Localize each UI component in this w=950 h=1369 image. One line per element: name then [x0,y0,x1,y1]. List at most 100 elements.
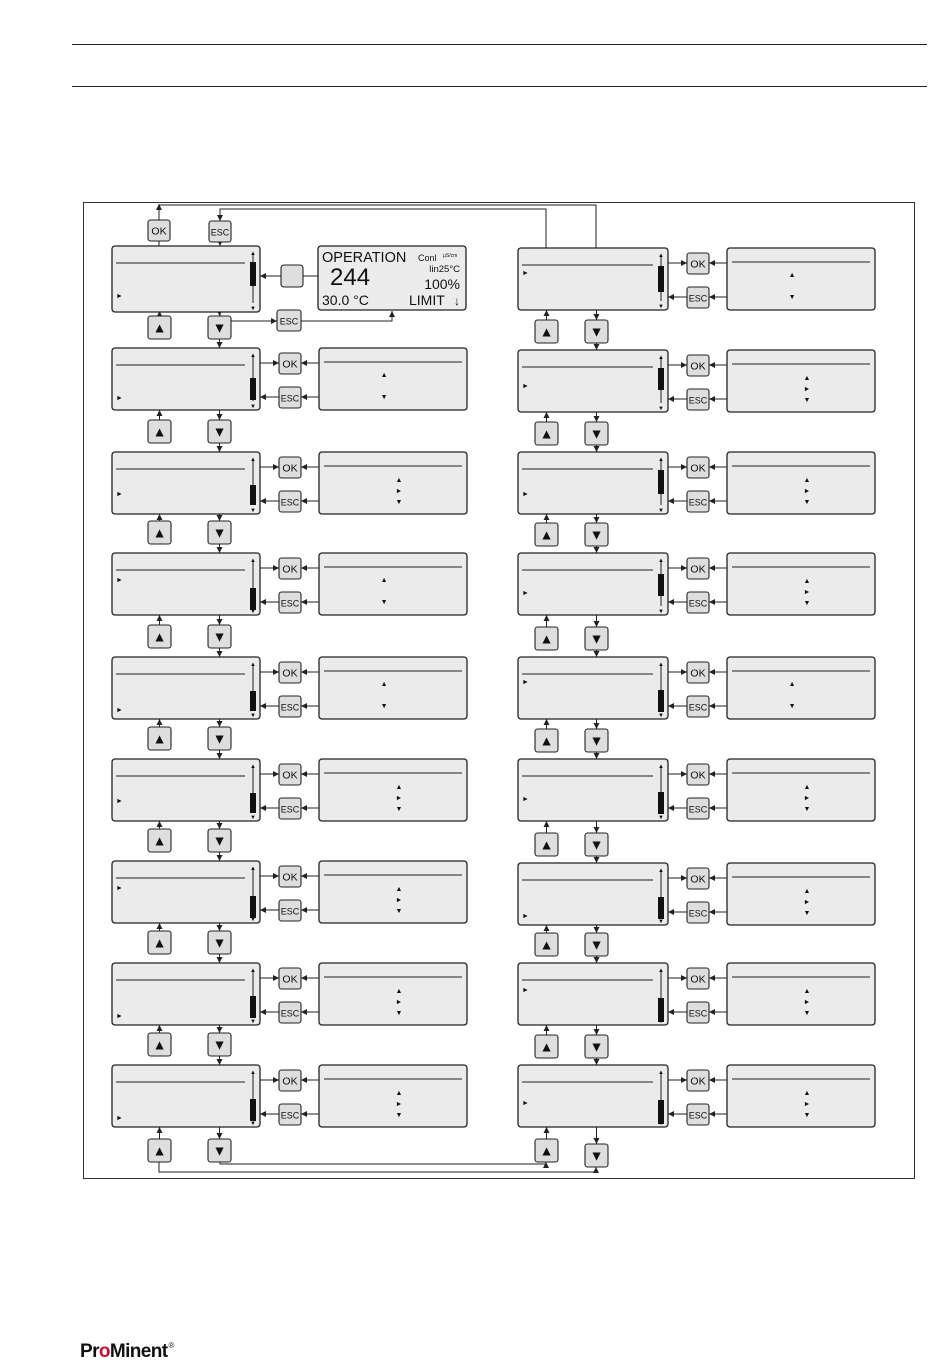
right-row-4-ok-button[interactable]: OK [686,557,710,580]
blank-key-face[interactable] [280,264,304,288]
left-nav-5-down-key-face[interactable] [207,726,232,751]
right-nav-5-up-key[interactable]: ▲ [534,728,559,753]
left-nav-6-down-key-face[interactable] [207,828,232,853]
left-nav-8-down-key[interactable]: ▼ [207,1032,232,1057]
left-row-4-esc-button[interactable]: ESC [278,695,302,718]
right-nav-8-down-key[interactable]: ▼ [584,1034,609,1059]
right-row-2-esc-button-face[interactable] [686,388,710,411]
right-nav-1-down-key[interactable]: ▼ [584,319,609,344]
left-row-3-esc-button[interactable]: ESC [278,591,302,614]
left-row-8-ok-button[interactable]: OK [278,1069,302,1092]
left-row-4-ok-button[interactable]: OK [278,661,302,684]
left-row-8-esc-button-face[interactable] [278,1103,302,1126]
right-nav-1-up-key[interactable]: ▲ [534,319,559,344]
left-nav-2-up-key[interactable]: ▲ [147,419,172,444]
left-row-3-esc-button-face[interactable] [278,591,302,614]
right-nav-2-down-key-face[interactable] [584,421,609,446]
right-nav-4-up-key[interactable]: ▲ [534,626,559,651]
left-row-4-esc-button-face[interactable] [278,695,302,718]
left-nav-3-up-key[interactable]: ▲ [147,520,172,545]
right-row-7-esc-button[interactable]: ESC [686,901,710,924]
right-nav-5-down-key-face[interactable] [584,728,609,753]
left-row-2-esc-button-face[interactable] [278,490,302,513]
top-ok-button[interactable]: OK [147,219,171,242]
left-nav-5-up-key[interactable]: ▲ [147,726,172,751]
left-nav-6-down-key[interactable]: ▼ [207,828,232,853]
display-esc-button-face[interactable] [276,309,302,332]
right-nav-bottom-down-key-face[interactable] [584,1143,609,1168]
left-row-7-esc-button-face[interactable] [278,1001,302,1024]
left-nav-2-down-key-face[interactable] [207,419,232,444]
right-row-6-esc-button[interactable]: ESC [686,797,710,820]
right-row-9-esc-button-face[interactable] [686,1103,710,1126]
left-row-3-ok-button[interactable]: OK [278,557,302,580]
left-nav-7-down-key[interactable]: ▼ [207,930,232,955]
right-row-9-ok-button-face[interactable] [686,1069,710,1092]
right-nav-bottom-up-key-face[interactable] [534,1138,559,1163]
left-nav-7-up-key[interactable]: ▲ [147,930,172,955]
right-row-1-esc-button[interactable]: ESC [686,286,710,309]
left-nav-7-down-key-face[interactable] [207,930,232,955]
left-row-7-esc-button[interactable]: ESC [278,1001,302,1024]
right-nav-3-up-key[interactable]: ▲ [534,522,559,547]
right-nav-7-up-key[interactable]: ▲ [534,932,559,957]
right-row-5-ok-button-face[interactable] [686,661,710,684]
right-nav-1-down-key-face[interactable] [584,319,609,344]
left-nav-5-up-key-face[interactable] [147,726,172,751]
right-nav-3-down-key[interactable]: ▼ [584,522,609,547]
right-nav-7-down-key[interactable]: ▼ [584,932,609,957]
right-row-6-ok-button-face[interactable] [686,763,710,786]
right-row-7-ok-button-face[interactable] [686,867,710,890]
right-nav-6-down-key-face[interactable] [584,832,609,857]
right-row-6-esc-button-face[interactable] [686,797,710,820]
left-row-5-ok-button-face[interactable] [278,763,302,786]
right-row-5-esc-button-face[interactable] [686,695,710,718]
left-nav-2-up-key-face[interactable] [147,419,172,444]
right-nav-5-down-key[interactable]: ▼ [584,728,609,753]
display-esc-button[interactable]: ESC [276,309,302,332]
right-row-8-ok-button[interactable]: OK [686,967,710,990]
left-nav-6-up-key[interactable]: ▲ [147,828,172,853]
right-nav-2-up-key[interactable]: ▲ [534,421,559,446]
left-row-2-esc-button[interactable]: ESC [278,490,302,513]
left-row-7-ok-button[interactable]: OK [278,967,302,990]
right-nav-6-down-key[interactable]: ▼ [584,832,609,857]
left-row-2-ok-button[interactable]: OK [278,456,302,479]
right-nav-2-up-key-face[interactable] [534,421,559,446]
left-nav-3-down-key-face[interactable] [207,520,232,545]
right-nav-7-up-key-face[interactable] [534,932,559,957]
left-nav-1-down-key-face[interactable] [207,315,232,340]
left-nav-bottom-up-key[interactable]: ▲ [147,1138,172,1163]
right-nav-2-down-key[interactable]: ▼ [584,421,609,446]
top-esc-button[interactable]: ESC [208,220,232,243]
right-nav-1-up-key-face[interactable] [534,319,559,344]
top-esc-button-face[interactable] [208,220,232,243]
left-nav-4-up-key[interactable]: ▲ [147,624,172,649]
left-row-6-ok-button[interactable]: OK [278,865,302,888]
blank-key[interactable] [280,264,304,288]
right-nav-8-up-key-face[interactable] [534,1034,559,1059]
right-row-2-ok-button[interactable]: OK [686,354,710,377]
left-row-3-ok-button-face[interactable] [278,557,302,580]
left-nav-bottom-down-key[interactable]: ▼ [207,1138,232,1163]
right-nav-3-up-key-face[interactable] [534,522,559,547]
left-nav-1-down-key[interactable]: ▼ [207,315,232,340]
left-row-1-esc-button[interactable]: ESC [278,386,302,409]
left-row-5-ok-button[interactable]: OK [278,763,302,786]
right-nav-4-down-key-face[interactable] [584,626,609,651]
right-row-3-ok-button-face[interactable] [686,456,710,479]
right-nav-5-up-key-face[interactable] [534,728,559,753]
left-row-1-ok-button[interactable]: OK [278,352,302,375]
left-nav-5-down-key[interactable]: ▼ [207,726,232,751]
right-row-7-ok-button[interactable]: OK [686,867,710,890]
left-nav-3-down-key[interactable]: ▼ [207,520,232,545]
left-nav-bottom-down-key-face[interactable] [207,1138,232,1163]
left-row-1-esc-button-face[interactable] [278,386,302,409]
right-row-1-ok-button[interactable]: OK [686,252,710,275]
right-row-4-ok-button-face[interactable] [686,557,710,580]
right-row-4-esc-button-face[interactable] [686,591,710,614]
right-nav-7-down-key-face[interactable] [584,932,609,957]
left-row-1-ok-button-face[interactable] [278,352,302,375]
left-row-5-esc-button[interactable]: ESC [278,797,302,820]
right-nav-6-up-key[interactable]: ▲ [534,832,559,857]
